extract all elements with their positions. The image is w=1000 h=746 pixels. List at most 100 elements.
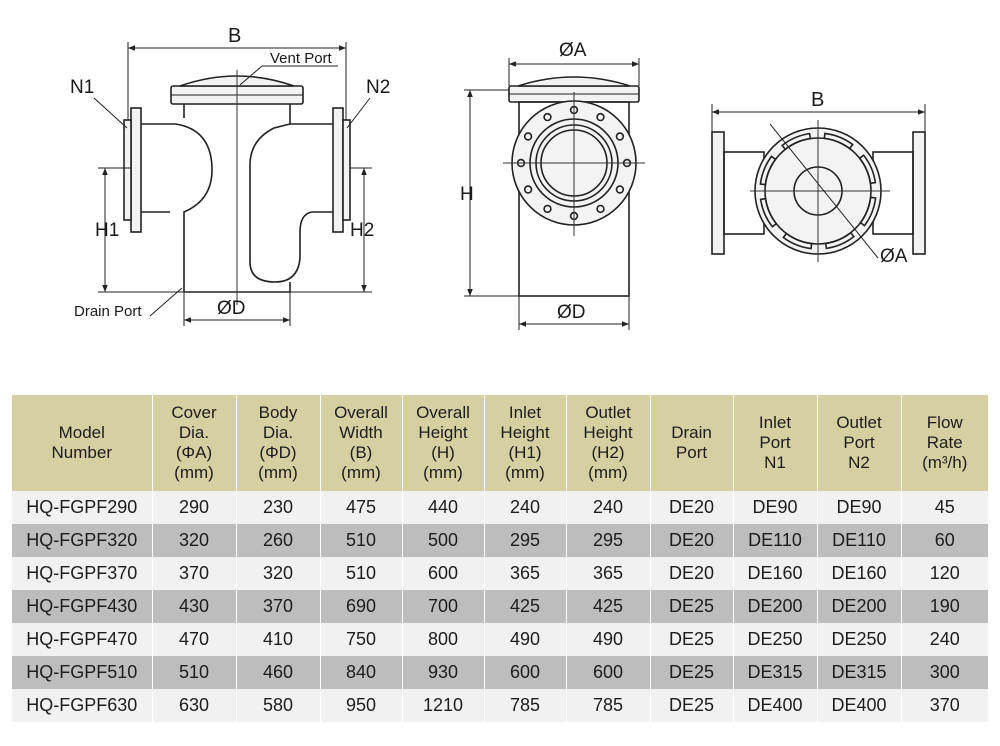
bolt-hole xyxy=(543,204,552,214)
table-cell: 295 xyxy=(565,524,650,557)
bolt-hole xyxy=(523,185,533,194)
column-header-line: Height xyxy=(418,423,468,442)
dim-b-top-label: B xyxy=(811,89,824,111)
vent-port-label: Vent Port xyxy=(270,50,333,67)
table-cell: 300 xyxy=(900,656,988,689)
bolt-hole xyxy=(615,132,625,141)
table-cell: 690 xyxy=(319,590,402,623)
table-cell: DE315 xyxy=(816,656,901,689)
column-header-line: Model xyxy=(58,423,105,442)
column-header-line: Outlet xyxy=(585,403,631,422)
drain-port-label: Drain Port xyxy=(74,303,142,320)
bolt-hole xyxy=(543,112,552,122)
dim-h-label: H xyxy=(460,184,474,205)
column-header-line: N2 xyxy=(848,453,870,472)
bolt-hole xyxy=(615,185,625,194)
column-header-line: (mm) xyxy=(341,463,381,482)
column-header-line: (H1) xyxy=(508,443,542,462)
column-header-line: Rate xyxy=(926,433,963,452)
cover-lug xyxy=(782,232,813,250)
model-number-cell: HQ-FGPF320 xyxy=(12,524,152,557)
table-cell: DE250 xyxy=(732,623,817,656)
bolt-hole xyxy=(523,132,533,141)
table-cell: 510 xyxy=(319,557,402,590)
table-cell: 700 xyxy=(401,590,484,623)
column-header-line: (mm) xyxy=(174,463,214,482)
column-header-line: (mm) xyxy=(423,463,463,482)
cover-lug xyxy=(759,197,778,228)
table-cell: DE160 xyxy=(732,557,817,590)
table-cell: DE200 xyxy=(732,590,817,623)
column-header-line: Width xyxy=(339,423,383,442)
table-cell: 320 xyxy=(235,557,320,590)
table-cell: 430 xyxy=(151,590,236,623)
model-number-cell: HQ-FGPF290 xyxy=(12,491,152,524)
column-header-line: Height xyxy=(583,423,633,442)
table-cell: DE20 xyxy=(649,524,733,557)
column-header-line: N1 xyxy=(764,453,786,472)
table-cell: DE250 xyxy=(816,623,901,656)
dim-h1-label: H1 xyxy=(95,220,119,241)
model-number-cell: HQ-FGPF470 xyxy=(12,623,152,656)
model-number-cell: HQ-FGPF630 xyxy=(12,689,152,722)
technical-drawing: B Vent Port N1 N2 H1 H2 Drain Port ØD xyxy=(70,25,926,330)
model-number-cell: HQ-FGPF430 xyxy=(12,590,152,623)
table-cell: 370 xyxy=(151,557,236,590)
column-header-line: Port xyxy=(843,433,875,452)
table-cell: 785 xyxy=(483,689,566,722)
table-cell: DE90 xyxy=(816,491,901,524)
column-header-line: Inlet xyxy=(758,413,792,432)
table-cell: DE400 xyxy=(732,689,817,722)
table-cell: DE90 xyxy=(732,491,817,524)
table-cell: 490 xyxy=(565,623,650,656)
n2-label: N2 xyxy=(366,77,390,98)
table-cell: DE20 xyxy=(649,491,733,524)
column-header-line: Port xyxy=(759,433,791,452)
table-cell: DE315 xyxy=(732,656,817,689)
cover-lug xyxy=(858,154,877,185)
table-cell: DE200 xyxy=(816,590,901,623)
column-header-line: Flow xyxy=(926,413,963,432)
cover-lug xyxy=(759,155,777,186)
table-cell: 240 xyxy=(900,623,988,656)
table-cell: 440 xyxy=(401,491,484,524)
column-header-line: (mm) xyxy=(258,463,298,482)
column-header-line: Overall xyxy=(334,403,388,422)
n1-label: N1 xyxy=(70,77,94,98)
cover-lug xyxy=(859,196,877,227)
table-cell: DE110 xyxy=(816,524,901,557)
column-header-line: Overall xyxy=(416,403,470,422)
column-header-line: Height xyxy=(500,423,550,442)
table-cell: 230 xyxy=(235,491,320,524)
column-header-line: Dia. xyxy=(262,423,294,442)
table-cell: 240 xyxy=(483,491,566,524)
model-number-cell: HQ-FGPF510 xyxy=(12,656,152,689)
dim-d-side-label: ØD xyxy=(557,302,586,323)
dim-h2-label: H2 xyxy=(350,220,374,241)
table-cell: 365 xyxy=(483,557,566,590)
table-cell: 365 xyxy=(565,557,650,590)
table-cell: DE25 xyxy=(649,623,733,656)
column-header-line: (mm) xyxy=(588,463,628,482)
table-cell: 840 xyxy=(319,656,402,689)
table-cell: 600 xyxy=(401,557,484,590)
table-cell: DE25 xyxy=(649,689,733,722)
table-cell: 260 xyxy=(235,524,320,557)
table-cell: 750 xyxy=(319,623,402,656)
table-cell: 800 xyxy=(401,623,484,656)
bolt-hole xyxy=(596,204,605,214)
table-cell: 510 xyxy=(151,656,236,689)
